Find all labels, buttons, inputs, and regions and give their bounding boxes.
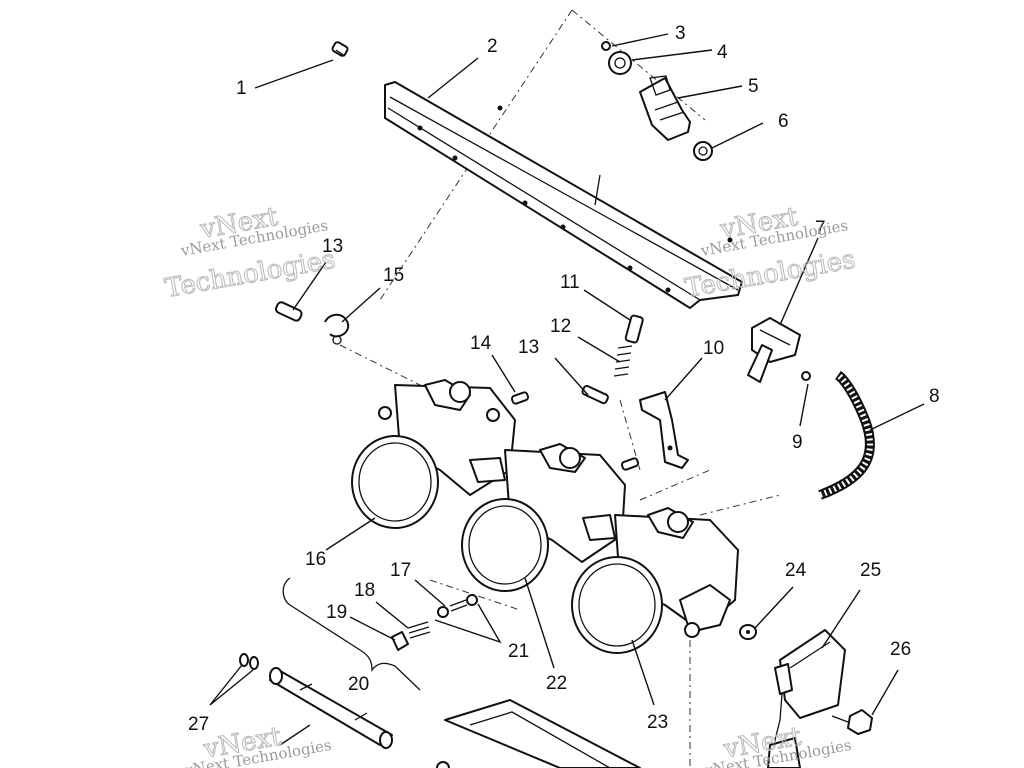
manifold-gasket bbox=[436, 699, 641, 768]
assembly-bracket-20 bbox=[282, 577, 421, 691]
callout-16: 16 bbox=[305, 549, 326, 570]
callout-22: 22 bbox=[546, 673, 567, 694]
screw-part-13 bbox=[581, 384, 609, 405]
screw-and-spring bbox=[613, 314, 644, 377]
watermark-top-left: vNext vNext Technologies Technologies bbox=[162, 201, 338, 304]
watermark-bottom-right: vNext vNext Technologies bbox=[702, 721, 853, 768]
callout-1: 1 bbox=[236, 78, 247, 99]
callout-17: 17 bbox=[390, 560, 411, 581]
throttle-position-sensor bbox=[767, 629, 846, 768]
callout-24: 24 bbox=[785, 560, 807, 581]
screw-part-1 bbox=[331, 41, 349, 57]
callout-12: 12 bbox=[550, 316, 571, 337]
callout-13-left: 13 bbox=[322, 236, 343, 257]
callout-8: 8 bbox=[929, 386, 940, 407]
callout-5: 5 bbox=[748, 76, 759, 97]
callout-21: 21 bbox=[508, 641, 529, 662]
fuel-hose bbox=[818, 370, 875, 500]
adjuster-screw-set bbox=[391, 594, 478, 651]
callout-26: 26 bbox=[890, 639, 911, 660]
callout-6: 6 bbox=[778, 111, 789, 132]
callout-25: 25 bbox=[860, 560, 881, 581]
callout-20: 20 bbox=[348, 674, 369, 695]
callout-11: 11 bbox=[560, 272, 580, 293]
callout-numbers: 1 2 3 4 5 6 7 8 9 10 11 12 13 13 14 15 1… bbox=[188, 23, 940, 735]
callout-13-right: 13 bbox=[518, 337, 539, 358]
fuel-rail bbox=[384, 81, 743, 309]
watermark-top-right: vNext vNext Technologies Technologies bbox=[682, 201, 858, 304]
callout-14: 14 bbox=[470, 333, 492, 354]
callout-23: 23 bbox=[647, 712, 668, 733]
washer-part-24 bbox=[739, 624, 757, 640]
leader-lines bbox=[209, 33, 925, 746]
pressure-regulator bbox=[747, 317, 811, 383]
callout-2: 2 bbox=[487, 36, 498, 57]
callout-3: 3 bbox=[675, 23, 686, 44]
callout-9: 9 bbox=[792, 432, 803, 453]
callout-4: 4 bbox=[717, 42, 728, 63]
callout-7: 7 bbox=[815, 218, 826, 239]
callout-18: 18 bbox=[354, 580, 375, 601]
callout-27: 27 bbox=[188, 714, 209, 735]
o-rings-and-tube bbox=[239, 653, 393, 749]
throttle-bracket bbox=[639, 391, 689, 469]
bolt-part-26 bbox=[831, 709, 873, 735]
callout-19: 19 bbox=[326, 602, 347, 623]
throttle-body-3 bbox=[571, 507, 739, 654]
screw-and-clip bbox=[274, 301, 350, 345]
pin-part-14 bbox=[510, 391, 640, 471]
callout-15: 15 bbox=[383, 265, 404, 286]
callout-10: 10 bbox=[703, 338, 724, 359]
injector-assembly bbox=[601, 41, 713, 161]
